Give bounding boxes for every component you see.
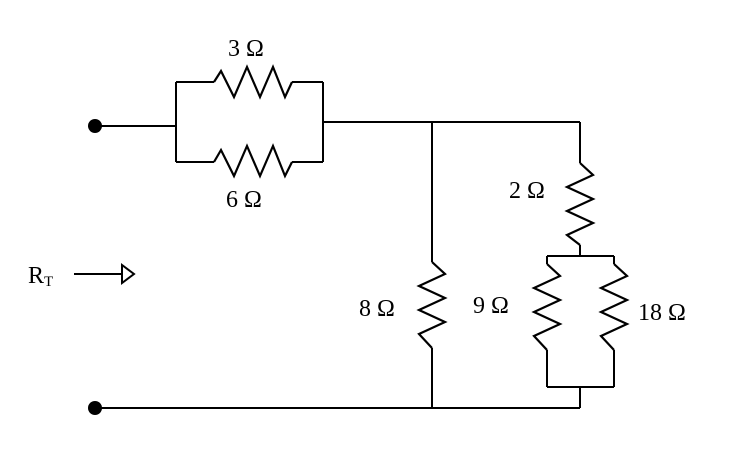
resistor-2ohm: [564, 162, 596, 246]
resistor-9ohm: [531, 263, 563, 351]
label-18ohm: 18 Ω: [638, 300, 686, 326]
label-2ohm: 2 Ω: [509, 178, 545, 204]
resistor-8ohm: [416, 261, 448, 349]
label-rt-symbol: R: [28, 263, 44, 289]
label-3ohm: 3 Ω: [228, 36, 264, 62]
label-rt: RT: [28, 263, 53, 290]
resistor-6ohm: [213, 143, 293, 179]
resistor-3ohm: [213, 64, 293, 100]
label-8ohm: 8 Ω: [359, 296, 395, 322]
rt-arrow: [74, 263, 136, 285]
resistor-18ohm: [598, 263, 630, 351]
wires: [95, 81, 615, 409]
label-6ohm: 6 Ω: [226, 187, 262, 213]
label-rt-subscript: T: [44, 274, 53, 290]
label-9ohm: 9 Ω: [473, 293, 509, 319]
